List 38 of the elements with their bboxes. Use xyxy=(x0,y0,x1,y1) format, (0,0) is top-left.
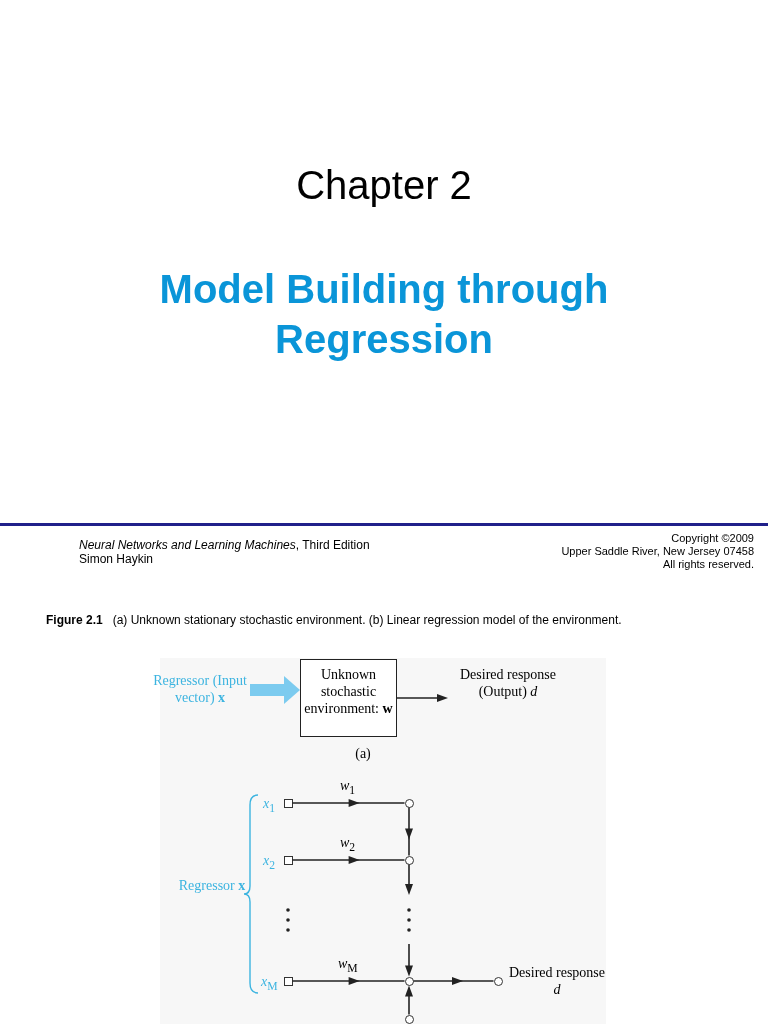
author-name: Simon Haykin xyxy=(79,552,154,566)
summing-node xyxy=(404,855,414,865)
input-terminal xyxy=(283,976,293,986)
arrow xyxy=(405,985,413,1016)
input-label: x$_{M}$ xyxy=(261,973,278,995)
slide-title: Model Building through Regression xyxy=(158,266,610,363)
input-label: x$_{2}$ xyxy=(263,852,276,874)
edge-label: w$_{2}$ xyxy=(340,836,356,855)
output-text: Desired response (Output) d xyxy=(448,666,568,718)
output-label: Desired response d xyxy=(508,964,606,998)
copyright-note: Copyright ©2009 xyxy=(671,532,754,544)
arrow xyxy=(405,806,413,857)
input-text: Regressor (Input vector) x xyxy=(150,672,250,724)
arrow xyxy=(291,977,406,985)
arrow xyxy=(405,863,413,895)
process-box: Unknown stochastic environment: w xyxy=(300,659,397,737)
arrow xyxy=(291,799,406,807)
part-label: (a) xyxy=(354,746,372,762)
input-label: x$_{1}$ xyxy=(263,795,276,817)
arrow xyxy=(412,977,495,985)
block-arrow xyxy=(250,676,300,704)
arrow xyxy=(405,943,413,977)
summing-node xyxy=(404,976,414,986)
address-note: Upper Saddle River, New Jersey 07458 xyxy=(561,545,754,557)
arrow xyxy=(291,856,406,864)
book-title: Neural Networks and Learning Machines, Third Edition xyxy=(79,538,370,552)
summing-node xyxy=(404,1014,414,1024)
rights-note: All rights reserved. xyxy=(662,558,754,570)
regressor-label: Regressor x xyxy=(177,878,247,894)
edge-label: w$_{1}$ xyxy=(340,779,356,798)
summing-node xyxy=(493,976,503,986)
arrow xyxy=(396,694,448,702)
input-terminal xyxy=(283,855,293,865)
input-terminal xyxy=(283,798,293,808)
summing-node xyxy=(404,798,414,808)
chapter-heading: Chapter 2 xyxy=(295,163,473,208)
edge-label: w$_{M}$ xyxy=(338,957,358,976)
figure-caption: Figure 2.1 (a) Unknown stationary stochastic environment. (b) Linear regression model of the environment. xyxy=(46,613,622,627)
